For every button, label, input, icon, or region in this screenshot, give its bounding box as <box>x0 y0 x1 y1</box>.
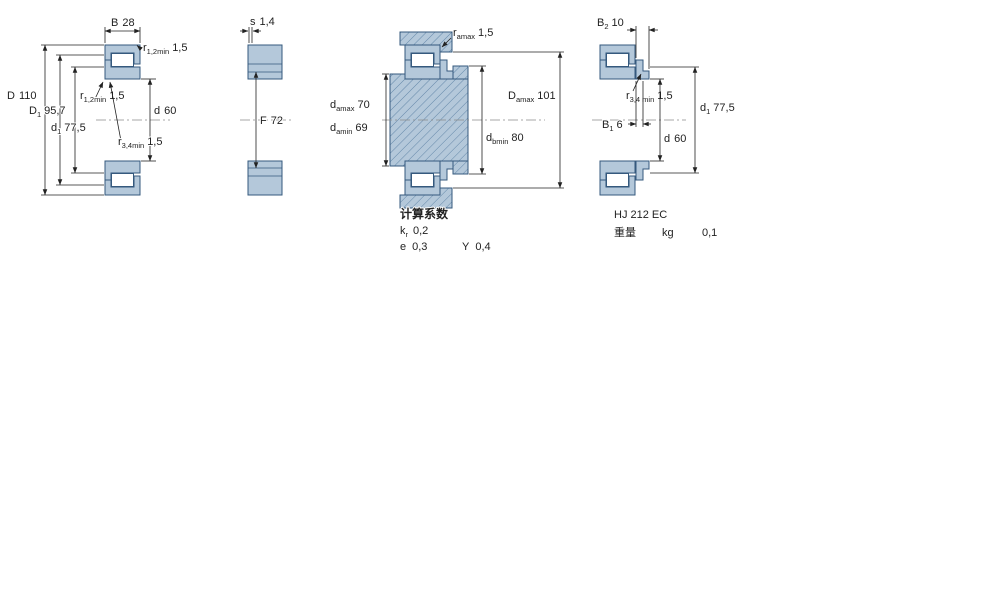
roller-bottom <box>606 173 629 187</box>
roller-top <box>606 53 629 67</box>
angle-ring-mass-label: 重量 <box>614 225 636 239</box>
angle-ring-info-block: HJ 212 EC 重量 kg 0,1 <box>613 208 718 240</box>
dim-d1 <box>650 66 699 174</box>
dim-D1 <box>56 54 104 186</box>
roller-bottom <box>411 173 434 187</box>
dim-B2 <box>627 26 658 69</box>
angle-ring-bottom <box>439 160 454 181</box>
hj-angle-ring-top <box>635 59 650 80</box>
dim-Da <box>453 51 564 189</box>
leader-ra <box>441 37 452 48</box>
calculation-factors-title: 计算系数 <box>400 206 449 221</box>
leader-r12-outer <box>136 45 143 51</box>
leader-r12-bore <box>93 81 104 102</box>
angle-ring-designation: HJ 212 EC <box>614 209 667 221</box>
dim-D <box>41 44 104 196</box>
abutment-sleeve-top <box>452 65 469 80</box>
roller-bottom <box>111 173 134 187</box>
dim-db <box>469 65 486 175</box>
dim-d <box>141 78 156 162</box>
leader-r34 <box>108 81 122 142</box>
angle-ring-top <box>439 59 454 80</box>
roller-top <box>411 53 434 67</box>
angle-ring-mass-unit: kg <box>662 227 674 239</box>
dim-B <box>104 27 141 43</box>
side-slab-top <box>247 44 283 80</box>
abutment-sleeve-bottom <box>452 160 469 175</box>
hj-angle-ring-bottom <box>635 160 650 181</box>
dim-d <box>650 78 664 162</box>
dim-B1 <box>628 81 651 127</box>
roller-top <box>111 53 134 67</box>
side-slab-bottom <box>247 160 283 196</box>
dim-d1 <box>71 66 104 174</box>
leader-r34-min <box>632 73 642 92</box>
dim-da <box>382 73 389 167</box>
dim-s <box>240 27 261 43</box>
angle-ring-mass-value: 0,1 <box>702 227 717 239</box>
